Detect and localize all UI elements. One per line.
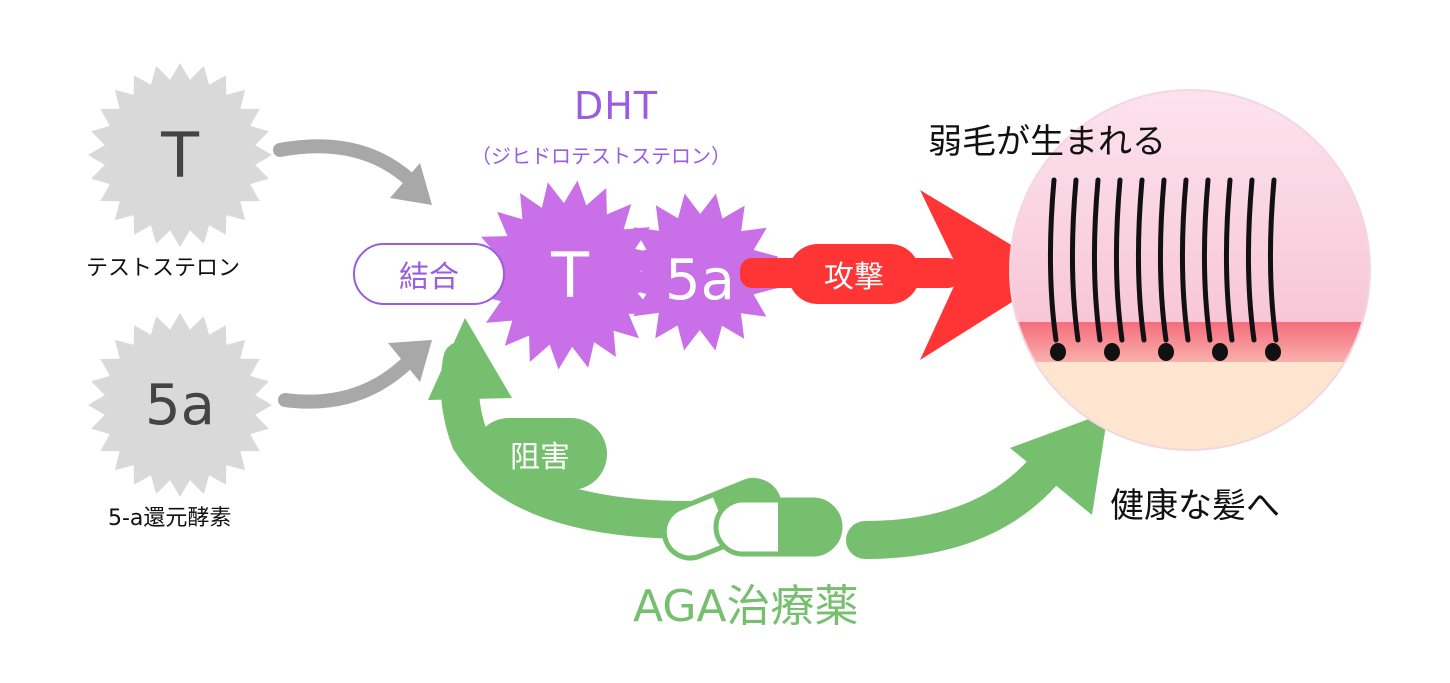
hair-strand <box>1267 177 1279 343</box>
hair-root <box>1265 343 1281 361</box>
dht-t-starburst-icon <box>473 180 663 370</box>
healthy-arrowhead <box>1010 412 1108 515</box>
hair-strand <box>1091 177 1103 343</box>
attack-label: 攻撃 <box>788 244 920 304</box>
block-label: 阻害 <box>473 418 607 490</box>
dht-t-symbol: T <box>551 238 589 312</box>
arrow-reductase-to-bind <box>278 353 417 409</box>
testosterone-caption: テストステロン <box>86 256 241 281</box>
dht-title: DHT <box>574 84 659 128</box>
attack-arrow-head <box>920 190 1058 360</box>
hair-root <box>1212 343 1228 361</box>
hair-root <box>1104 343 1120 361</box>
hair-strand <box>1245 177 1257 343</box>
healthy-hair-caption: 健康な髪へ <box>1110 486 1280 526</box>
dht-5a-starburst-icon <box>621 193 779 351</box>
hair-root <box>1158 343 1174 361</box>
bind-label: 結合 <box>353 243 505 305</box>
hair-strand <box>1069 177 1081 343</box>
hair-strand <box>1179 177 1191 343</box>
block-arrowhead <box>428 318 512 400</box>
capsule-pill-icon <box>661 478 843 561</box>
arrowhead-testosterone <box>390 163 432 205</box>
hair-strand <box>1223 177 1235 343</box>
reductase-symbol: 5a <box>145 372 215 438</box>
reductase-starburst-icon <box>88 313 272 497</box>
hair-strand <box>1135 177 1147 343</box>
dht-5a-symbol: 5a <box>665 247 735 313</box>
arrowhead-reductase <box>388 340 432 382</box>
testosterone-symbol: T <box>161 118 199 192</box>
hair-root <box>1050 343 1066 361</box>
reductase-caption: 5-a還元酵素 <box>108 506 232 531</box>
arrow-testosterone-to-bind <box>273 139 417 187</box>
hair-strand <box>1201 177 1213 343</box>
testosterone-starburst-icon <box>88 63 272 247</box>
weak-hair-caption: 弱毛が生まれる <box>928 122 1166 162</box>
aga-drug-label: AGA治療薬 <box>633 581 859 632</box>
hair-strand <box>1157 177 1169 343</box>
hair-strand <box>1047 177 1059 343</box>
dht-subtitle: （ジヒドロテストステロン） <box>471 144 731 168</box>
hair-strand <box>1113 177 1125 343</box>
